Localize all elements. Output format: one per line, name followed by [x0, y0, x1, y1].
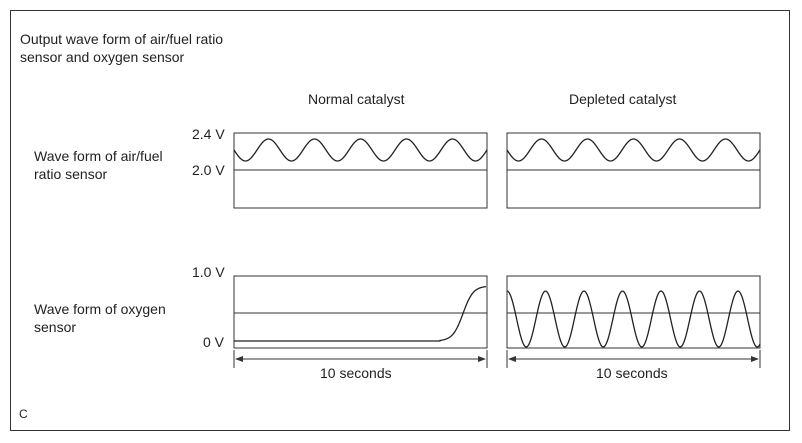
wave-o2-depleted [506, 290, 761, 348]
panel-o2-normal [233, 275, 488, 349]
figure-code: C [19, 407, 28, 421]
dim-arrow-right-depleted [751, 356, 759, 362]
column-header-normal: Normal catalyst [308, 91, 405, 107]
panel-o2-depleted [506, 275, 761, 349]
y-label-1-0v: 1.0 V [192, 264, 225, 280]
wave-af-normal [233, 138, 488, 162]
dim-arrow-left-depleted [508, 356, 516, 362]
row-label-air-fuel-line-1: Wave form of air/fuel [34, 148, 163, 164]
row-label-oxygen: Wave form of oxygen sensor [34, 300, 166, 336]
y-label-2-0v: 2.0 V [192, 162, 225, 178]
row-label-air-fuel: Wave form of air/fuel ratio sensor [34, 147, 163, 183]
dim-arrow-left-normal [235, 356, 243, 362]
duration-label-normal: 10 seconds [320, 365, 392, 381]
row-label-oxygen-line-1: Wave form of oxygen [34, 301, 166, 317]
dim-arrow-right-normal [478, 356, 486, 362]
y-label-0v: 0 V [203, 334, 225, 350]
duration-label-depleted: 10 seconds [596, 365, 668, 381]
wave-o2-normal [234, 285, 487, 342]
diagram-frame [10, 10, 790, 431]
y-label-2-4v: 2.4 V [192, 126, 225, 142]
row-label-air-fuel-line-2: ratio sensor [34, 166, 108, 182]
column-header-depleted: Depleted catalyst [569, 91, 677, 107]
row-label-oxygen-line-2: sensor [34, 319, 77, 335]
wave-af-depleted [506, 138, 761, 162]
title-line-1: Output wave form of air/fuel ratio [20, 31, 224, 47]
diagram-title: Output wave form of air/fuel ratio senso… [20, 30, 223, 66]
title-line-2: sensor and oxygen sensor [20, 49, 185, 65]
